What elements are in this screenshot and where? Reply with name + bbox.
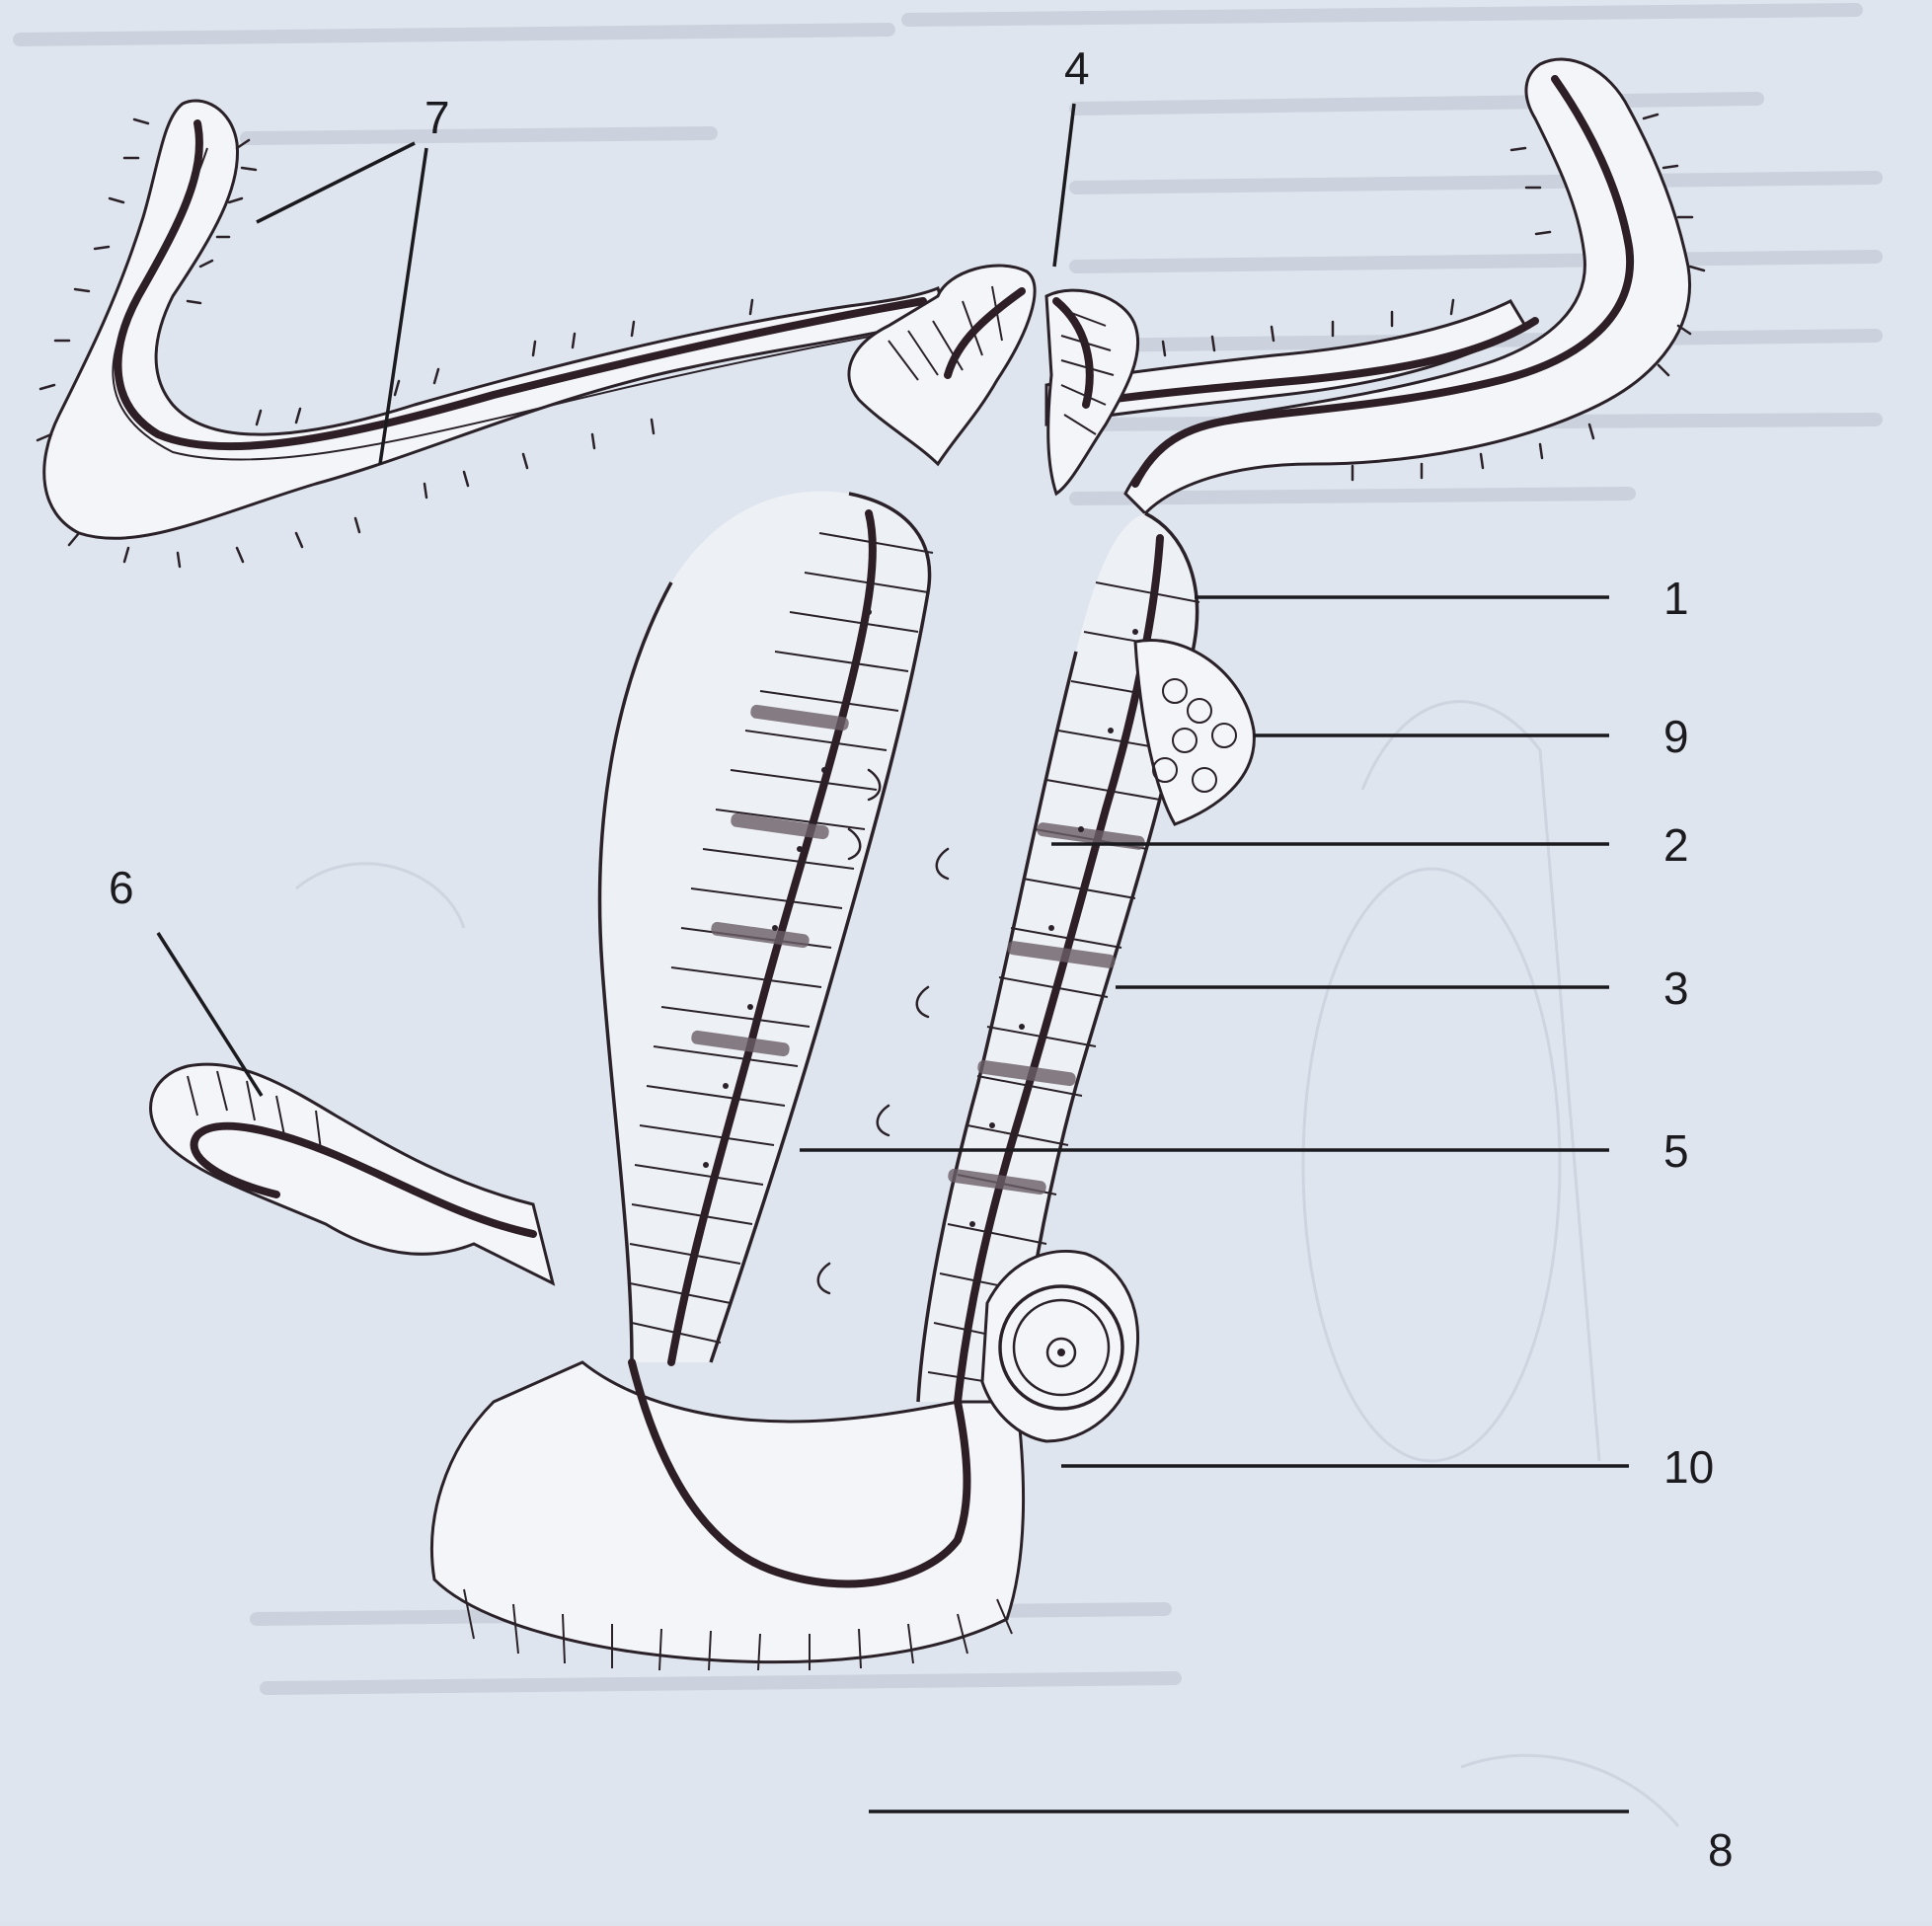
- callout-10: 10: [1663, 1441, 1714, 1493]
- right-tentacle-nematocysts: [1161, 113, 1706, 482]
- testis-cells: [1152, 678, 1237, 793]
- callout-2: 2: [1663, 819, 1689, 871]
- egg-nucleus: [1045, 1337, 1077, 1368]
- left-tentacle-nematocysts: [36, 117, 754, 569]
- leader-line-6: [156, 932, 264, 1097]
- callouts: 1 9 2 3 5 10 8 4 7 6: [109, 42, 1734, 1876]
- flagella: [816, 768, 950, 1295]
- leader-line-7b: [378, 147, 428, 465]
- body-column: [597, 491, 1200, 1406]
- callout-4: 4: [1064, 42, 1090, 94]
- hypostome-cells: [888, 285, 1115, 435]
- leader-line-4: [1052, 103, 1076, 268]
- callout-7: 7: [425, 92, 450, 143]
- testis: [1133, 639, 1256, 826]
- callout-8: 8: [1708, 1824, 1734, 1876]
- callout-3: 3: [1663, 963, 1689, 1014]
- callout-5: 5: [1663, 1125, 1689, 1177]
- bleed-through-sketch: [295, 700, 1680, 1827]
- column-nuclei: [703, 609, 1138, 1227]
- leader-line-7a: [256, 141, 416, 224]
- basal-disc: [430, 1358, 1026, 1671]
- callout-6: 6: [109, 862, 134, 913]
- callout-9: 9: [1663, 711, 1689, 762]
- hypostome: [847, 264, 1140, 497]
- egg-cell: [998, 1284, 1124, 1411]
- ovary: [980, 1249, 1140, 1443]
- right-tentacle: [1044, 57, 1706, 516]
- column-cell-partitions: [629, 532, 1200, 1388]
- left-tentacle: [36, 99, 948, 569]
- gland-cells: [691, 704, 1145, 1195]
- hydra-body: [36, 57, 1706, 1671]
- callout-1: 1: [1663, 573, 1689, 624]
- lateral-bud: [149, 1062, 556, 1286]
